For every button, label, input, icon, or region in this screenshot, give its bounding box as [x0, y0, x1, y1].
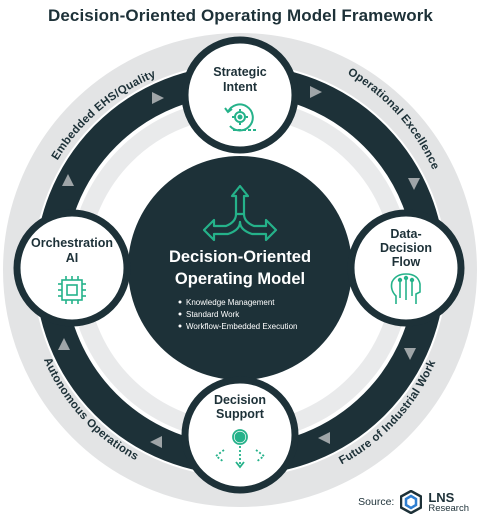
- center-bullets: Knowledge Management Standard Work Workf…: [178, 298, 297, 331]
- node-label: Flow: [392, 255, 421, 269]
- source-label: Source:: [358, 496, 395, 508]
- arrow-icon: [404, 348, 416, 360]
- lns-logo-icon: [400, 490, 423, 514]
- node-label: Decision: [380, 241, 432, 255]
- arrow-icon: [408, 178, 420, 190]
- ring-arrows: [58, 86, 420, 448]
- center-bullet: Standard Work: [186, 310, 240, 319]
- arrow-icon: [318, 432, 330, 444]
- center-circle: [128, 156, 352, 380]
- source-credit: Source: LNS Research: [358, 490, 469, 514]
- arrow-icon: [152, 92, 164, 104]
- arrow-icon: [310, 86, 322, 98]
- arrow-icon: [62, 174, 74, 186]
- node-decision-support: Decision Support: [181, 376, 299, 494]
- arrow-icon: [150, 436, 162, 448]
- lns-brand-top: LNS: [428, 489, 455, 505]
- node-label: Strategic: [213, 65, 267, 79]
- node-label: Decision: [214, 393, 266, 407]
- circuit-head-icon: [390, 273, 421, 304]
- node-label: Support: [216, 407, 265, 421]
- center-bullet: Knowledge Management: [186, 298, 275, 307]
- node-orchestration-ai: Orchestration AI: [13, 209, 131, 327]
- center-title-line-1: Decision-Oriented: [169, 248, 311, 266]
- node-strategic-intent: Strategic Intent: [181, 36, 299, 154]
- node-label: AI: [66, 251, 79, 265]
- node-label: Data-: [390, 227, 421, 241]
- node-label: Orchestration: [31, 236, 113, 250]
- center-bullet: Workflow-Embedded Execution: [186, 322, 297, 331]
- node-data-decision-flow: Data- Decision Flow: [347, 209, 465, 327]
- page-title: Decision-Oriented Operating Model Framew…: [48, 6, 433, 25]
- gear-flow-icon: [214, 429, 266, 469]
- node-label: Intent: [223, 80, 258, 94]
- chip-icon: [58, 276, 86, 304]
- arrow-icon: [58, 338, 70, 350]
- center-title-line-2: Operating Model: [175, 270, 305, 288]
- lns-brand: LNS Research: [428, 491, 469, 514]
- branching-arrows-icon: [202, 184, 278, 242]
- lns-brand-bottom: Research: [428, 502, 469, 514]
- gear-cycle-icon: [224, 103, 258, 132]
